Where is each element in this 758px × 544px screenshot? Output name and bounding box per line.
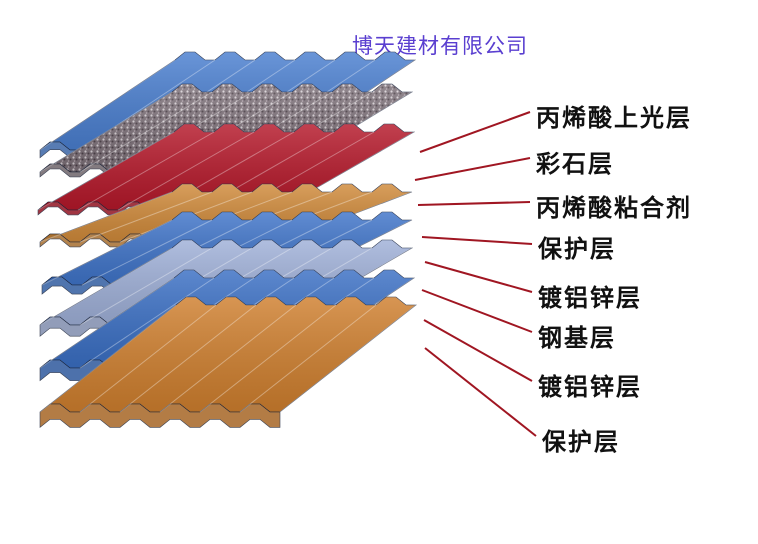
label-steel-base-layer: 钢基层 xyxy=(538,318,616,353)
label-protective-layer-top: 保护层 xyxy=(538,229,616,264)
label-aluzinc-layer-bottom: 镀铝锌层 xyxy=(538,367,642,402)
label-aluzinc-layer-top: 镀铝锌层 xyxy=(538,278,642,313)
label-protective-layer-bottom: 保护层 xyxy=(542,422,620,457)
leader-line-1 xyxy=(420,112,530,152)
leader-line-2 xyxy=(415,158,530,180)
leader-line-5 xyxy=(425,262,532,292)
leader-line-4 xyxy=(422,237,532,244)
leader-line-7 xyxy=(424,320,532,381)
leader-line-6 xyxy=(422,290,532,332)
label-acrylic-adhesive: 丙烯酸粘合剂 xyxy=(536,188,692,223)
label-acrylic-glaze-layer: 丙烯酸上光层 xyxy=(536,98,692,133)
label-stone-chip-layer: 彩石层 xyxy=(536,144,614,179)
leader-line-3 xyxy=(418,202,530,205)
leader-line-8 xyxy=(425,348,536,436)
